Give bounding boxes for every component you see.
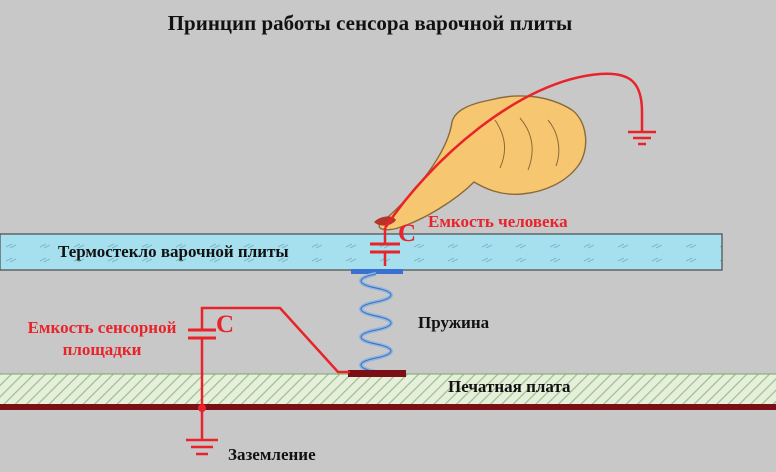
glass-label: Термостекло варочной плиты	[58, 242, 289, 261]
finger-hand	[374, 95, 587, 231]
pad-capacitance-label-line1: Емкость сенсорной	[28, 318, 177, 337]
ground-label: Заземление	[228, 445, 316, 464]
capacitor-symbol-top: C	[398, 220, 416, 247]
human-ground-icon	[628, 130, 656, 146]
page-title: Принцип работы сенсора варочной плиты	[168, 11, 573, 35]
spring	[348, 269, 406, 377]
pad-wire	[200, 306, 350, 374]
pcb-label: Печатная плата	[448, 377, 571, 396]
human-wire	[383, 72, 644, 229]
pcb-board	[0, 374, 776, 406]
spring-coil	[359, 272, 393, 374]
human-capacitor-icon	[370, 228, 400, 266]
ground-icon	[186, 438, 218, 456]
finger-creases	[494, 117, 560, 171]
pad-capacitance-label-line2: площадки	[63, 340, 142, 359]
hand-shape	[378, 95, 587, 231]
capacitor-symbol-left: C	[216, 311, 234, 338]
pcb-junction-dot	[198, 404, 206, 412]
spring-top-plate	[351, 269, 403, 274]
cooktop-glass	[0, 233, 723, 271]
human-capacitance-label: Емкость человека	[428, 212, 568, 231]
sensor-pad	[348, 370, 406, 377]
spring-label: Пружина	[418, 313, 490, 332]
spring-coil-outline	[360, 273, 392, 373]
pad-capacitor-icon	[188, 328, 216, 340]
